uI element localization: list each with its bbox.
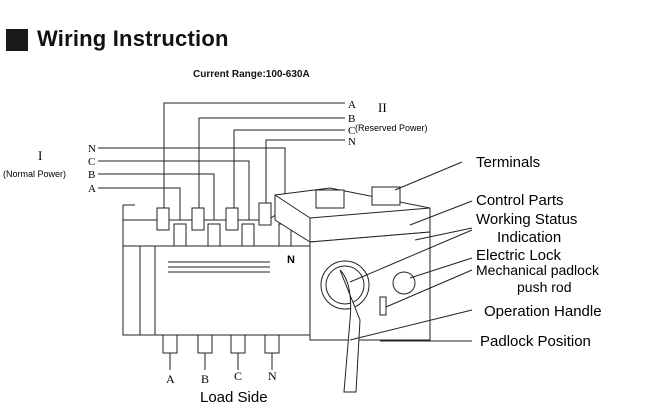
callout-indication: Indication: [497, 229, 561, 246]
phase-label: B: [88, 169, 95, 181]
phase-label: N: [268, 369, 277, 383]
callout-padlock-position: Padlock Position: [480, 333, 591, 350]
title-square-icon: [6, 29, 28, 51]
reserved-power-numeral: II: [378, 100, 387, 115]
phase-label: B: [201, 372, 209, 386]
phase-label: C: [348, 125, 355, 137]
reserved-power-label: (Reserved Power): [355, 123, 428, 133]
normal-power-numeral: I: [38, 148, 42, 163]
phase-label: A: [348, 99, 356, 111]
phase-label: B: [348, 113, 355, 125]
phase-label: C: [234, 369, 242, 383]
phase-label: N: [88, 143, 96, 155]
callout-push-rod: push rod: [517, 279, 571, 295]
phase-label: A: [166, 372, 175, 386]
panel-n-mark: N: [287, 254, 295, 266]
current-range-label: Current Range:100-630A: [193, 69, 310, 80]
phase-label: A: [88, 183, 96, 195]
callout-terminals: Terminals: [476, 154, 540, 171]
callout-electric-lock: Electric Lock: [476, 247, 562, 264]
load-side-label: Load Side: [200, 389, 268, 406]
normal-power-label: (Normal Power): [3, 169, 66, 179]
page-title: Wiring Instruction: [37, 26, 229, 51]
callout-operation-handle: Operation Handle: [484, 303, 602, 320]
phase-label: N: [348, 136, 356, 148]
callout-working-status: Working Status: [476, 211, 577, 228]
callout-mech-padlock: Mechanical padlock: [476, 262, 600, 278]
phase-label: C: [88, 156, 95, 168]
callout-control-parts: Control Parts: [476, 192, 564, 209]
